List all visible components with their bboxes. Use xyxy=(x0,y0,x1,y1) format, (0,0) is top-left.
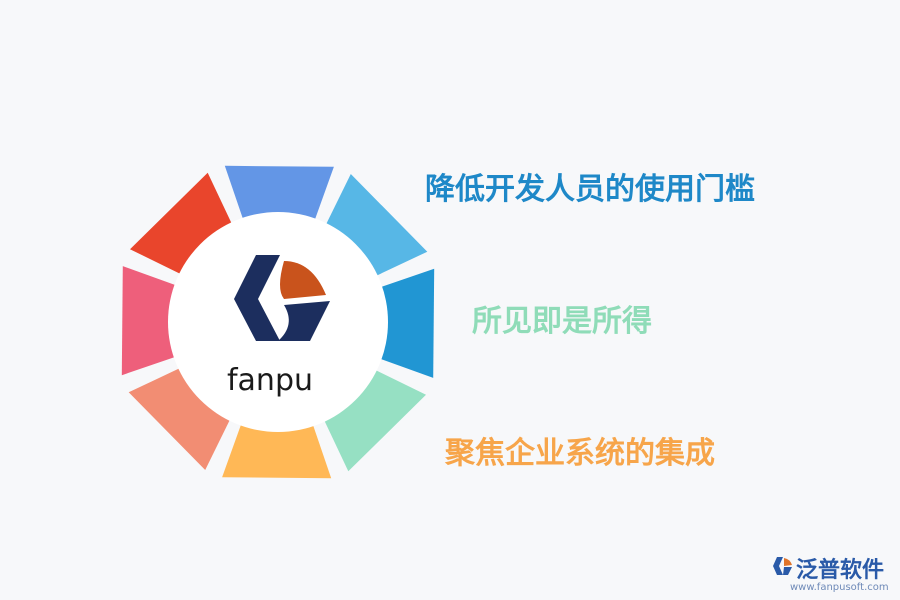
logo-text: fanpu xyxy=(227,363,313,398)
footer-logo-icon xyxy=(773,557,792,575)
wheel-segments xyxy=(121,165,435,479)
wheel-segment-1 xyxy=(224,165,334,219)
wheel-segment-4 xyxy=(324,370,426,472)
hexagon-wheel-diagram: fanpu xyxy=(121,165,435,479)
wheel-segment-7 xyxy=(121,266,175,376)
feature-item-2: 所见即是所得 xyxy=(472,304,652,339)
feature-item-1: 降低开发人员的使用门槛 xyxy=(425,172,755,207)
wheel-segment-2 xyxy=(326,174,428,276)
footer-url: www.fanpusoft.com xyxy=(790,582,889,593)
wheel-segment-5 xyxy=(222,425,332,479)
wheel-segment-3 xyxy=(381,268,435,378)
footer-brand-name: 泛普软件 xyxy=(796,558,885,583)
wheel-segment-6 xyxy=(128,368,230,470)
fanpu-logo-icon xyxy=(234,255,330,341)
center-circle xyxy=(168,212,388,432)
feature-item-3: 聚焦企业系统的集成 xyxy=(445,436,715,471)
wheel-segment-8 xyxy=(130,172,232,274)
